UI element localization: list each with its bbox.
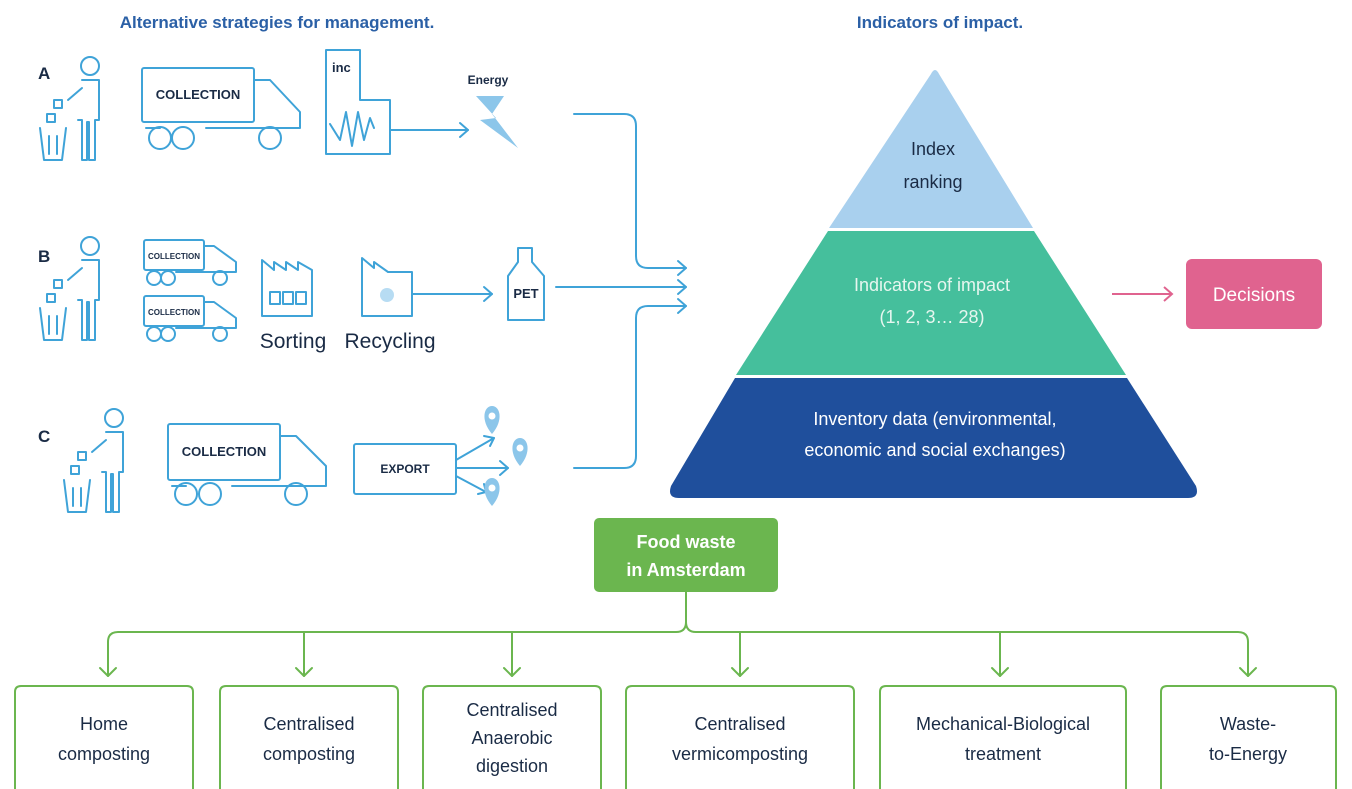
option-3-line-1: Centralised [466,700,557,720]
option-6-line-1: Waste- [1220,714,1276,734]
pyramid-top-line-1: Index [911,139,955,159]
pyramid-top-line-2: ranking [903,172,962,192]
pyramid-bottom-line-1: Inventory data (environmental, [813,409,1056,429]
person-disposing-icon [63,408,124,513]
strategy-c: C COLLECTION EXPORT [38,406,528,513]
strategy-c-letter: C [38,427,50,446]
option-box-vermicomposting [625,685,855,789]
option-2-line-1: Centralised [263,714,354,734]
food-waste-root-line-1: Food waste [636,532,735,552]
left-header: Alternative strategies for management. [120,13,435,32]
location-pin-icon [484,478,500,506]
decisions-node: Decisions [1112,259,1322,329]
small-truck-top-label: COLLECTION [148,252,200,261]
option-1-line-1: Home [80,714,128,734]
recycling-factory-icon [361,257,413,317]
food-waste-tree: Food waste in Amsterdam Home composting … [14,518,1337,789]
option-6-line-2: to-Energy [1209,744,1287,764]
option-3-line-3: digestion [476,756,548,776]
option-5-line-1: Mechanical-Biological [916,714,1090,734]
collection-truck-icon: COLLECTION [167,423,327,506]
sorting-factory-icon [261,259,313,317]
energy-label: Energy [468,73,509,87]
truck-label: COLLECTION [182,444,267,459]
small-truck-bottom-label: COLLECTION [148,308,200,317]
incinerator-label: inc [332,60,351,75]
small-truck-bottom-icon: COLLECTION [143,295,237,342]
truck-label: COLLECTION [156,87,241,102]
strategy-a-letter: A [38,64,50,83]
pet-bottle-icon: PET [507,247,545,321]
export-label: EXPORT [380,462,430,476]
option-4-line-2: vermicomposting [672,744,808,764]
pyramid-middle-line-2: (1, 2, 3… 28) [879,307,984,327]
option-box-centralised-composting [219,685,399,789]
pyramid-bottom [670,378,1197,498]
pyramid-middle [736,231,1126,375]
option-4-line-1: Centralised [694,714,785,734]
option-2-line-2: composting [263,744,355,764]
recycle-icon [380,288,394,302]
option-box-anaerobic-digestion [422,685,602,789]
right-header: Indicators of impact. [857,13,1023,32]
pet-label: PET [513,286,538,301]
export-box: EXPORT [353,443,457,495]
incinerator-icon: inc [325,49,391,155]
converging-arrows [555,113,687,469]
option-box-home-composting [14,685,194,789]
collection-truck-icon: COLLECTION [141,67,301,150]
option-5-line-2: treatment [965,744,1041,764]
decisions-label: Decisions [1213,285,1295,306]
location-pin-icon [512,438,528,466]
option-box-waste-to-energy [1160,685,1337,789]
option-box-mechanical-biological [879,685,1127,789]
food-waste-root-line-2: in Amsterdam [626,560,745,580]
small-truck-top-icon: COLLECTION [143,239,237,286]
strategy-b-letter: B [38,247,50,266]
location-pin-icon [484,406,500,434]
option-3-line-2: Anaerobic [471,728,552,748]
decisions-box [1186,259,1322,329]
sorting-label: Sorting [260,330,327,353]
pyramid-bottom-line-2: economic and social exchanges) [804,440,1065,460]
strategy-b: B COLLECTION COLLECTION Sorting [38,236,545,353]
food-waste-root-box [594,518,778,592]
recycling-label: Recycling [344,330,435,353]
strategy-a: A COLLECTION inc Energy [38,49,518,161]
pyramid-middle-line-1: Indicators of impact [854,275,1010,295]
impact-pyramid: Index ranking Indicators of impact (1, 2… [670,70,1197,498]
pyramid-top [829,70,1033,228]
option-1-line-2: composting [58,744,150,764]
lightning-icon [476,96,518,148]
